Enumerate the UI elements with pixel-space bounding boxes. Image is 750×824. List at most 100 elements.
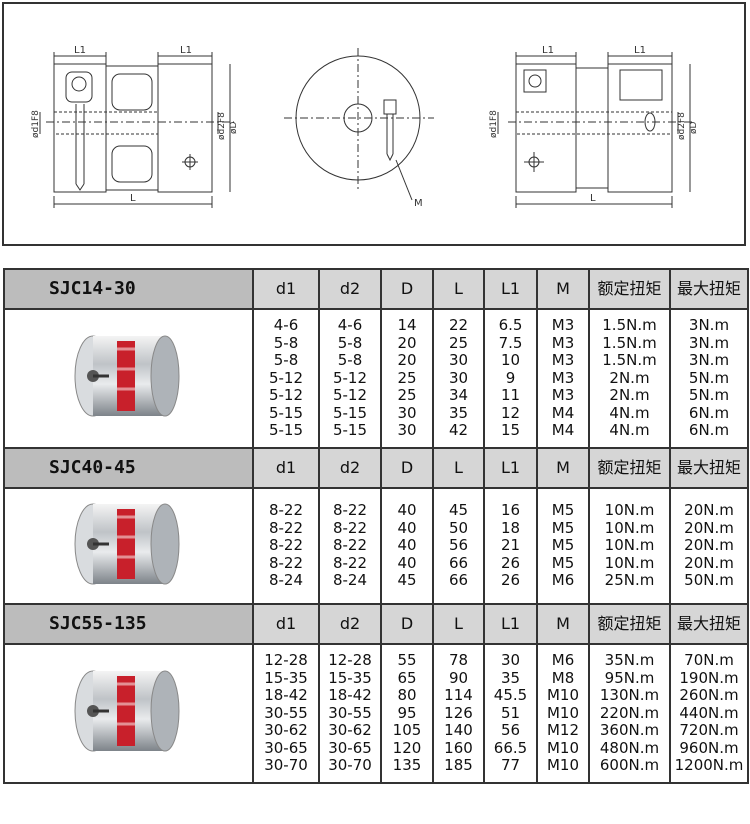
spec-value: 30-62: [264, 721, 308, 739]
spec-value: 5-12: [268, 368, 304, 387]
spec-value: M3: [551, 368, 575, 387]
spec-value: 1.5N.m: [602, 316, 657, 334]
spec-value: 42: [448, 421, 469, 439]
column-header-l1: L1: [483, 268, 538, 310]
spec-value: 360N.m: [599, 721, 660, 739]
spec-value: M10: [546, 738, 580, 757]
dim-label-d-left: øD: [229, 121, 239, 134]
spec-value: M5: [551, 536, 575, 554]
spec-value: 80: [397, 686, 417, 704]
spec-value: 30: [397, 421, 417, 439]
spec-value: 35N.m: [604, 651, 655, 669]
spec-value: 25N.m: [604, 571, 655, 589]
coupling-photo-cell: [3, 486, 254, 605]
spec-value: 4N.m: [609, 403, 650, 422]
column-header-d1: d1: [252, 446, 320, 489]
model-name: SJC55-135: [3, 603, 254, 645]
spec-value: M5: [551, 501, 575, 519]
spec-value: 5-15: [268, 403, 304, 422]
column-header-m: M: [536, 446, 590, 489]
spec-value: 66: [448, 571, 469, 589]
spec-value: 21: [500, 536, 521, 554]
spec-value: 5N.m: [688, 368, 730, 387]
spec-value: M6: [551, 571, 575, 589]
column-header-l: L: [432, 603, 485, 645]
spec-value: 95N.m: [604, 668, 655, 687]
spec-value: 25: [397, 386, 417, 404]
spec-value: 5-8: [273, 333, 299, 352]
spec-value: 135: [392, 756, 422, 774]
dim-label-d1f8-right: ød1F8: [489, 110, 499, 138]
spec-value: 15: [500, 421, 521, 439]
spec-value: 40: [397, 518, 417, 537]
column-header-l1: L1: [483, 446, 538, 489]
spec-value: 5-12: [332, 368, 368, 387]
spec-value: 35: [448, 403, 469, 422]
dim-label-d-right: øD: [689, 121, 699, 134]
spec-value: 10N.m: [604, 501, 655, 519]
dim-label-d2f8-left: ød2F8: [217, 112, 227, 140]
spec-value: 11: [500, 386, 521, 404]
spec-value: M3: [551, 386, 575, 404]
column-header-dia: D: [380, 268, 434, 310]
spec-value: 8-24: [332, 571, 368, 589]
dim-label-l1-right-view-a: L1: [542, 45, 554, 56]
dim-label-d2f8-right: ød2F8: [677, 112, 687, 140]
spec-value: 5-8: [337, 333, 363, 352]
spec-value: 56: [500, 721, 521, 739]
spec-value: M10: [546, 686, 580, 704]
spec-value: 18-42: [264, 686, 308, 704]
column-header-m: M: [536, 268, 590, 310]
spec-value: 1.5N.m: [602, 351, 657, 369]
spec-value: 10: [500, 351, 521, 369]
spec-value: M5: [551, 518, 575, 537]
spec-value: M5: [551, 553, 575, 572]
spec-value: 66: [448, 553, 469, 572]
spec-value: 120: [392, 738, 422, 757]
dim-label-d1f8-left: ød1F8: [31, 110, 41, 138]
spec-value: 45: [397, 571, 417, 589]
spec-value: 130N.m: [599, 686, 660, 704]
spec-value: 190N.m: [679, 668, 739, 687]
spec-value: 26: [500, 553, 521, 572]
spec-value: 114: [444, 686, 473, 704]
spec-value: 8-22: [268, 501, 304, 519]
spec-value: 2N.m: [609, 368, 650, 387]
column-header-dia: D: [380, 446, 434, 489]
spec-value: 5-12: [332, 386, 368, 404]
spec-value: 8-22: [332, 553, 368, 572]
spec-value: 20N.m: [684, 553, 734, 572]
column-header-max-torque: 最大扭矩: [669, 268, 749, 310]
side-view-clamp-drawing: L1 L1 L ød1F8 ød2F8 øD: [31, 45, 239, 208]
coupling-photo: [74, 503, 179, 584]
spec-value: 40: [397, 501, 417, 519]
column-header-rated-torque: 额定扭矩: [588, 446, 671, 489]
column-header-max-torque: 最大扭矩: [669, 446, 749, 489]
spec-value: 3N.m: [688, 351, 730, 369]
spec-value: 30: [448, 351, 469, 369]
spec-value: 1.5N.m: [602, 333, 657, 352]
spec-value: 40: [397, 553, 417, 572]
coupling-photo-cell: [3, 308, 254, 449]
spec-value: 720N.m: [679, 721, 739, 739]
spec-value: 105: [392, 721, 422, 739]
column-header-d1: d1: [252, 268, 320, 310]
spec-value: 66.5: [493, 738, 528, 757]
spec-value: M6: [551, 651, 575, 669]
spec-value: 185: [444, 756, 473, 774]
spec-value: 440N.m: [679, 703, 739, 722]
spec-value: 30: [397, 403, 417, 422]
spec-value: 10N.m: [604, 536, 655, 554]
